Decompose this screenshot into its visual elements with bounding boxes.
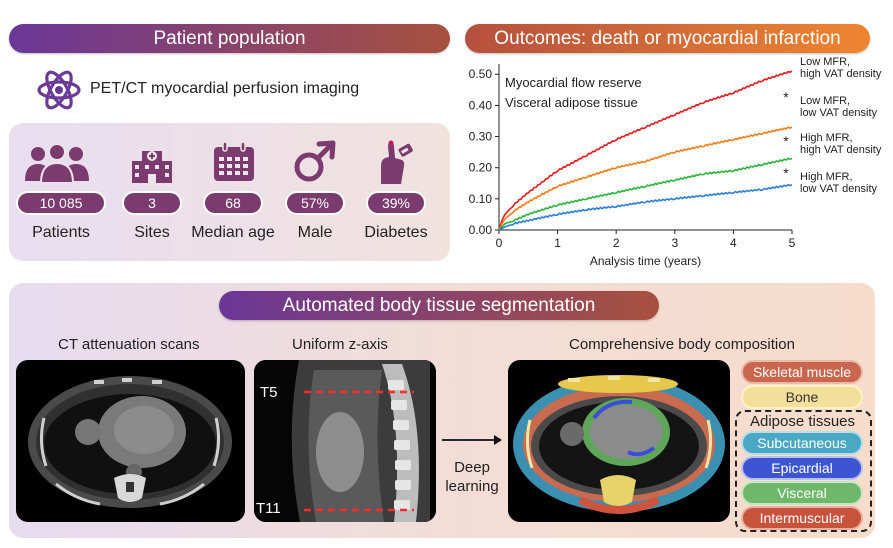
series-line-1 [498, 70, 793, 231]
legend-epicardial: Epicardial [743, 458, 861, 478]
y-tick-label: 0.00 [469, 223, 493, 237]
series-end-label: High MFR, [800, 132, 853, 144]
y-tick-label: 0.20 [469, 161, 493, 175]
legend-bone: Bone [743, 387, 861, 407]
x-tick-label: 5 [789, 236, 796, 250]
ct-sagittal-scan-image: T5 T11 [254, 360, 436, 522]
median-age-badge: 68 [205, 193, 261, 213]
x-tick-label: 4 [730, 236, 737, 250]
population-stats-panel [9, 123, 450, 261]
significance-asterisk: * [783, 89, 789, 105]
atom-icon [37, 70, 81, 110]
legend-visceral: Visceral [743, 483, 861, 503]
series-line-2 [498, 126, 793, 231]
right-arrow-icon [442, 435, 502, 445]
diabetes-label: Diabetes [364, 224, 428, 241]
series-end-label: low VAT density [800, 183, 878, 195]
ct-scans-caption: CT attenuation scans [58, 336, 200, 353]
outcomes-header: Outcomes: death or myocardial infarction [465, 24, 870, 53]
uniform-z-axis-caption: Uniform z-axis [292, 336, 388, 353]
t11-vertebra-label: T11 [256, 500, 281, 517]
x-tick-label: 1 [554, 236, 561, 250]
segmented-ct-image [508, 360, 730, 522]
sites-label: Sites [134, 224, 170, 241]
median-age-label: Median age [191, 224, 275, 241]
y-tick-label: 0.10 [469, 192, 493, 206]
t5-vertebra-label: T5 [260, 384, 278, 401]
series-end-label: high VAT density [800, 68, 882, 80]
calendar-icon [214, 141, 254, 181]
hospital-icon [132, 151, 172, 183]
legend-adipose-title: Adipose tissues [749, 413, 856, 430]
patients-count-badge: 10 085 [18, 193, 104, 213]
male-symbol-icon [294, 140, 336, 182]
chart-legend-title-line: Myocardial flow reserve [505, 75, 642, 90]
y-tick-label: 0.50 [469, 67, 493, 81]
significance-asterisk: * [783, 133, 789, 149]
segmentation-header: Automated body tissue segmentation [219, 291, 659, 320]
sites-count-badge: 3 [124, 193, 180, 213]
glucose-test-icon [381, 140, 413, 184]
legend-skeletal-muscle: Skeletal muscle [743, 362, 861, 382]
imaging-modality-text: PET/CT myocardial perfusion imaging [90, 80, 360, 97]
patient-population-header: Patient population [9, 24, 450, 53]
x-tick-label: 2 [613, 236, 620, 250]
legend-subcutaneous: Subcutaneous [743, 433, 861, 453]
x-tick-label: 3 [671, 236, 678, 250]
diabetes-percent-badge: 39% [368, 193, 424, 213]
y-tick-label: 0.30 [469, 130, 493, 144]
male-label: Male [297, 224, 333, 241]
legend-intermuscular: Intermuscular [743, 508, 861, 528]
series-end-label: Low MFR, [800, 56, 850, 68]
chart-legend-title-line: Visceral adipose tissue [505, 95, 638, 110]
people-icon [25, 143, 89, 183]
series-line-3 [498, 157, 793, 231]
series-line-4 [498, 183, 793, 231]
x-tick-label: 0 [496, 236, 503, 250]
series-end-label: low VAT density [800, 107, 878, 119]
deep-learning-label: Deep learning [445, 459, 499, 495]
body-composition-caption: Comprehensive body composition [569, 336, 795, 353]
x-axis-title: Analysis time (years) [590, 254, 701, 268]
series-end-label: High MFR, [800, 171, 853, 183]
male-percent-badge: 57% [287, 193, 343, 213]
significance-asterisk: * [783, 165, 789, 181]
series-end-label: Low MFR, [800, 95, 850, 107]
adipose-legend-box [735, 410, 872, 532]
y-tick-label: 0.40 [469, 98, 493, 112]
series-end-label: high VAT density [800, 144, 882, 156]
patients-label: Patients [32, 224, 90, 241]
ct-axial-scan-image [16, 360, 245, 522]
